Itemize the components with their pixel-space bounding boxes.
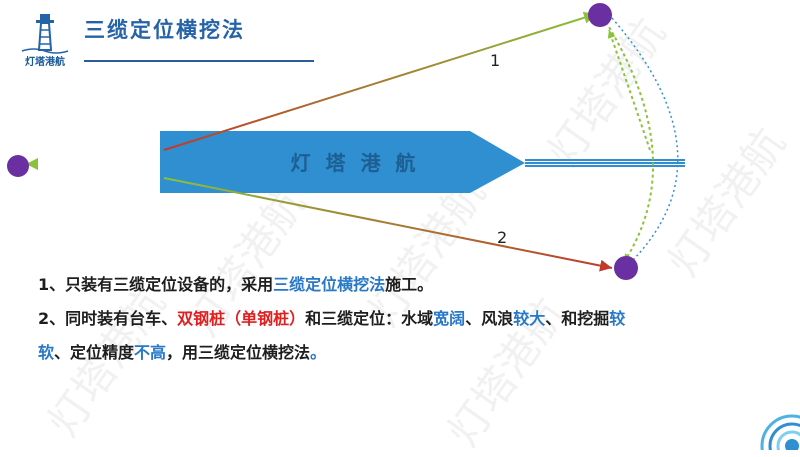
anchor-2 <box>614 256 638 280</box>
swing-arc-outer <box>611 17 679 266</box>
cable-label-2: 2 <box>497 228 507 247</box>
paragraph-1: 1、只装有三缆定位设备的，采用三缆定位横挖法施工。 <box>38 275 434 294</box>
cable-label-1: 1 <box>490 51 500 70</box>
cable-2 <box>163 177 613 272</box>
title-underline <box>84 60 314 62</box>
body-text: 1、只装有三缆定位设备的，采用三缆定位横挖法施工。 2、同时装有台车、双钢桩（单… <box>38 268 783 370</box>
anchor-stern <box>7 155 29 177</box>
lighthouse-logo <box>21 14 69 54</box>
corner-swirl-logo <box>760 414 800 450</box>
swing-arc-inner <box>605 21 654 263</box>
ship-label: 灯 塔 港 航 <box>291 151 420 175</box>
cable-1 <box>163 11 597 151</box>
anchor-1 <box>588 3 612 27</box>
logo-text: 灯塔港航 <box>25 57 65 68</box>
paragraph-2: 2、同时装有台车、双钢桩（单钢桩）和三缆定位：水域宽阔、风浪较大、和挖掘较软、定… <box>38 309 626 362</box>
dredger-hull <box>160 131 525 193</box>
page-title: 三缆定位横挖法 <box>84 18 245 42</box>
swing-arc-inner <box>607 29 651 151</box>
